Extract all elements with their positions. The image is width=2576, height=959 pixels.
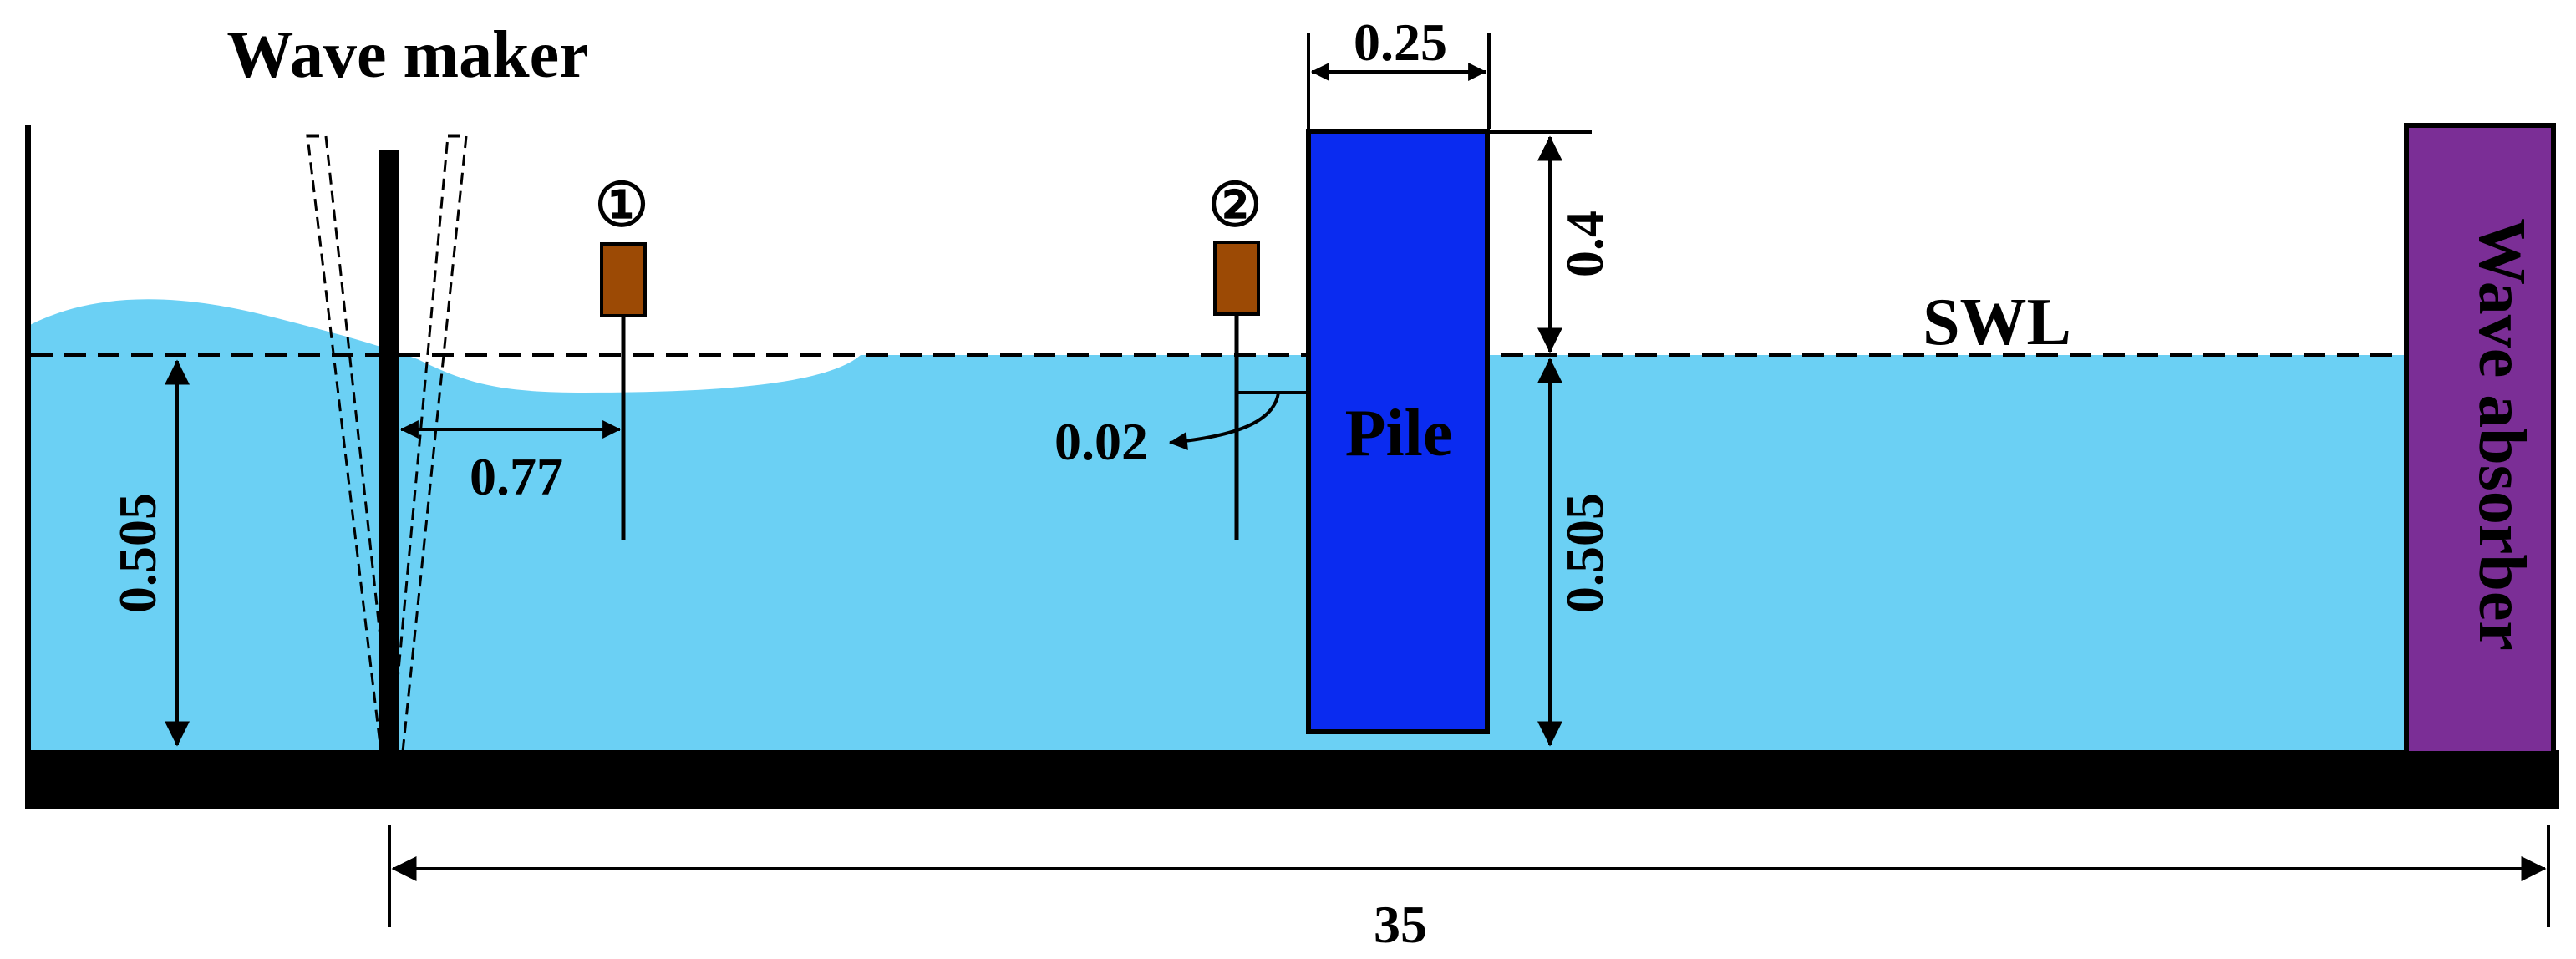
swl-label: SWL bbox=[1923, 286, 2071, 359]
wave-absorber bbox=[2404, 123, 2556, 756]
gauge2-pile-gap-leader bbox=[1168, 392, 1280, 450]
flume-bed bbox=[25, 750, 2559, 809]
pile-width-value: 0.25 bbox=[1354, 13, 1447, 72]
gauge-2-number: ② bbox=[1208, 172, 1263, 239]
paddle-swing-left bbox=[306, 134, 394, 754]
paddle-tip bbox=[383, 568, 396, 610]
wave-absorber-label: Wave absorber bbox=[2465, 218, 2538, 651]
gauge-1-sensor bbox=[600, 242, 647, 317]
pile-above-swl-value: 0.4 bbox=[1555, 211, 1614, 277]
wave-maker-label: Wave maker bbox=[226, 18, 588, 92]
gauge-1-number: ① bbox=[595, 172, 649, 239]
water-depth-value: 0.505 bbox=[108, 493, 167, 613]
gauge2-pile-gap-value: 0.02 bbox=[1054, 412, 1148, 471]
wave-maker-paddle bbox=[379, 150, 399, 752]
gauge-2-sensor bbox=[1213, 241, 1260, 316]
paddle-swing-right bbox=[389, 134, 468, 754]
maker-to-gauge1-value: 0.77 bbox=[470, 447, 563, 506]
pile-label: Pile bbox=[1345, 397, 1453, 470]
pile-below-swl-value: 0.505 bbox=[1555, 493, 1614, 613]
pile bbox=[1306, 129, 1490, 734]
tank-length-value: 35 bbox=[1374, 895, 1427, 954]
tank-left-wall bbox=[25, 125, 31, 754]
